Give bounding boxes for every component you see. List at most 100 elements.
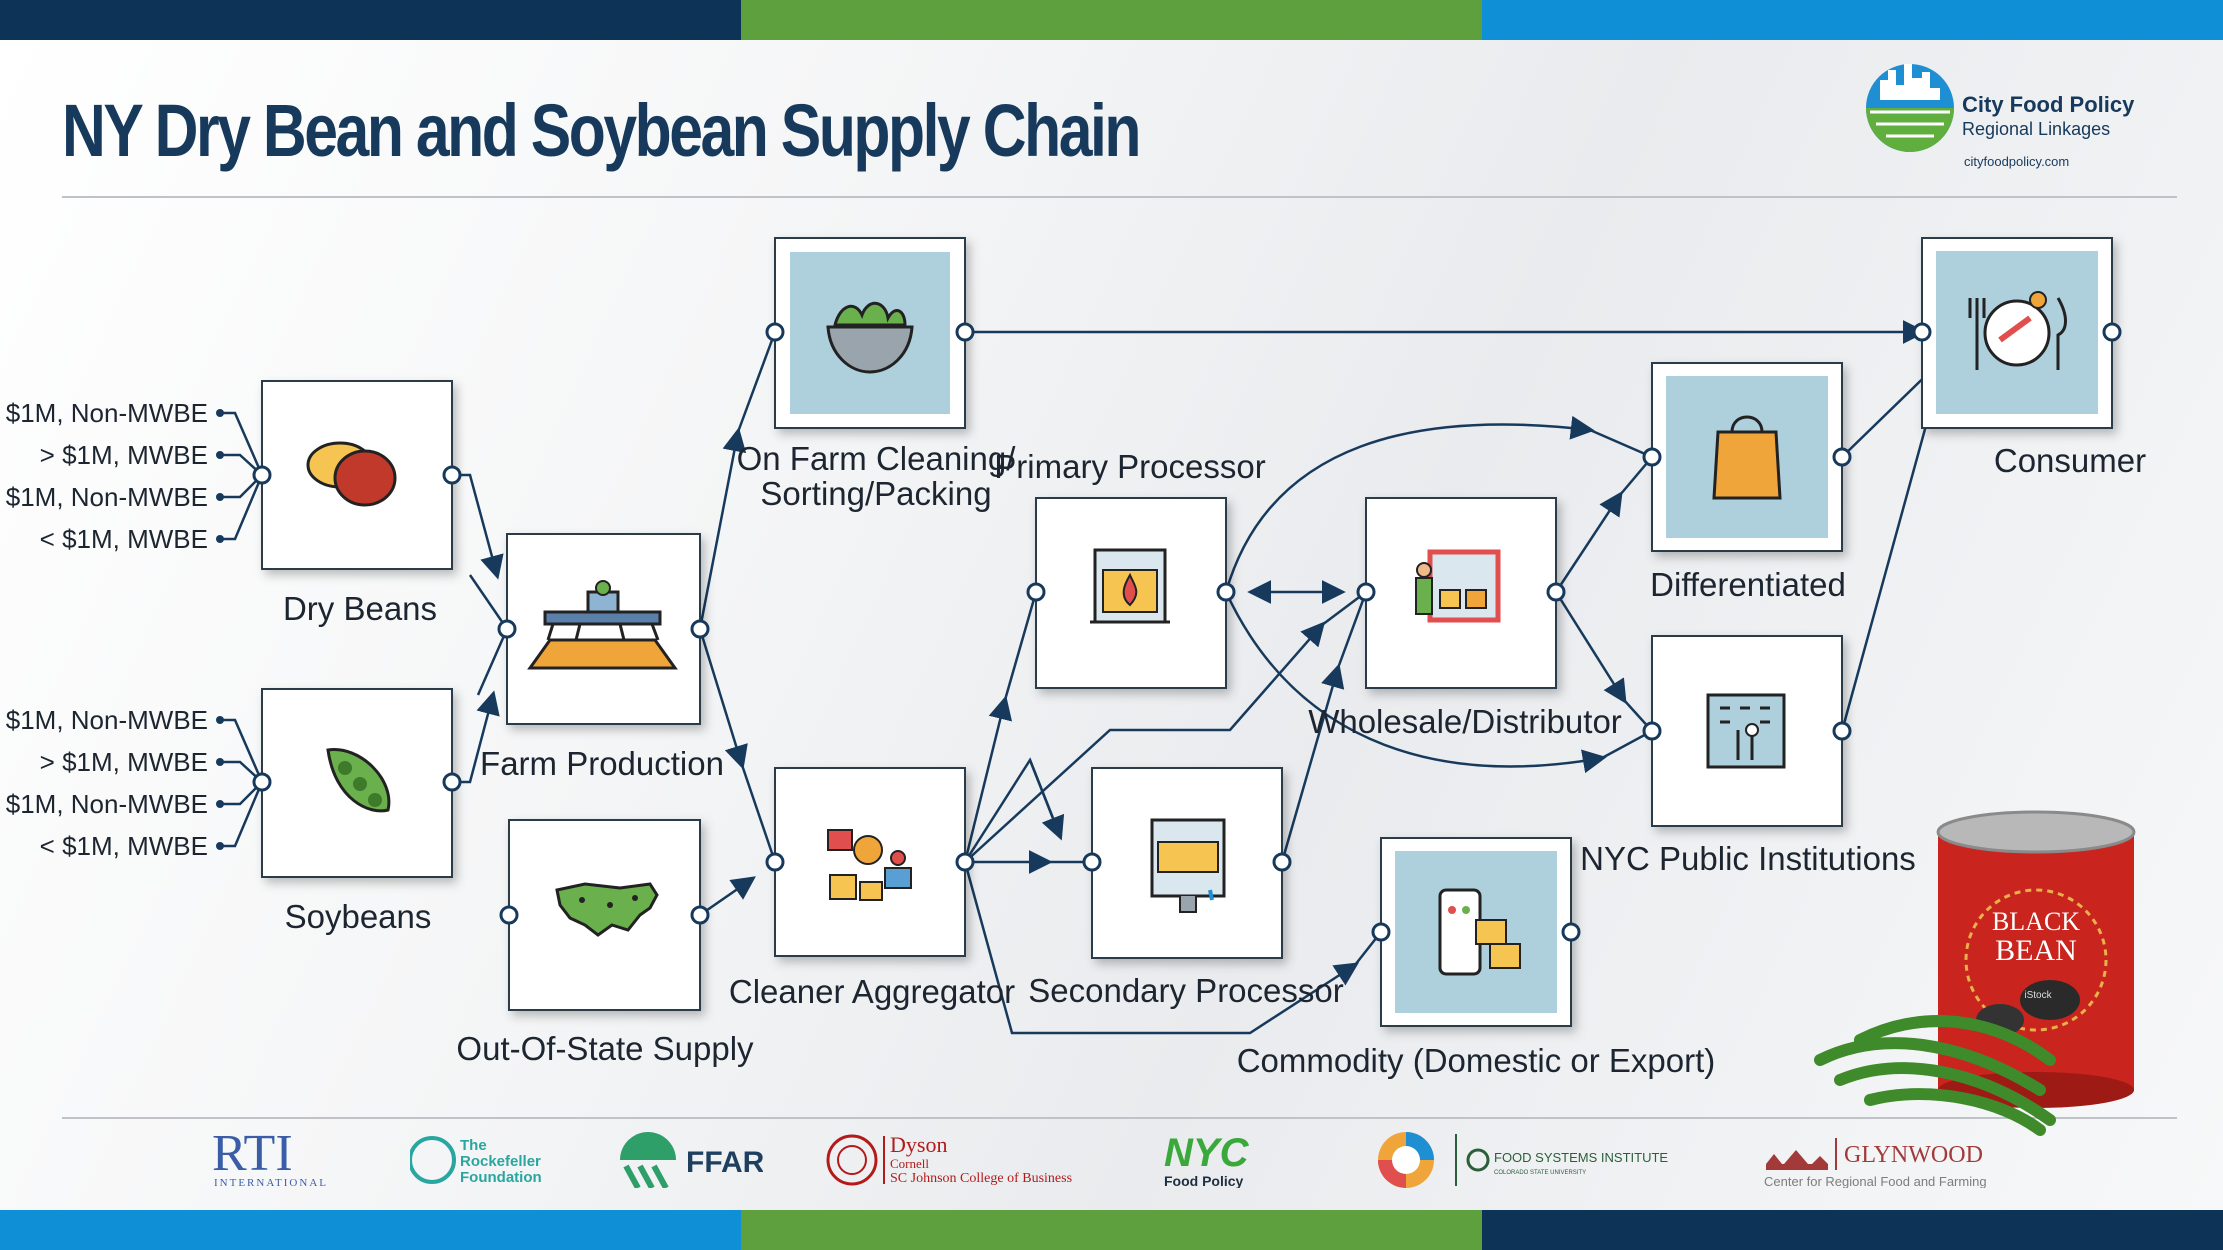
- dry-bean-tier: > $1M, MWBE: [40, 440, 208, 470]
- shopping-bag-icon: [1712, 415, 1782, 500]
- node-wholesale: [1365, 497, 1557, 689]
- soybean-pod-icon: [326, 748, 391, 813]
- label-nyc-public: NYC Public Institutions: [1580, 840, 1916, 877]
- label-on-farm-cleaning-1: On Farm Cleaning/: [737, 440, 1017, 477]
- node-consumer: [1921, 237, 2113, 429]
- dry-bean-tiers: > $1M, Non-MWBE > $1M, MWBE < $1M, Non-M…: [0, 398, 208, 554]
- top-bar-green: [741, 0, 1482, 40]
- soybean-tier: < $1M, MWBE: [40, 831, 208, 861]
- node-differentiated: [1651, 362, 1843, 552]
- node-out-of-state: [508, 819, 701, 1011]
- tractor-field-icon: [527, 580, 678, 670]
- glynwood-wordmark: GLYNWOOD: [1844, 1142, 1983, 1168]
- node-on-farm-cleaning: [774, 237, 966, 429]
- sponsor-glynwood: GLYNWOOD Center for Regional Food and Fa…: [1762, 1128, 2012, 1188]
- phone-boxes-icon: [1438, 888, 1521, 976]
- glynwood-logo: GLYNWOOD Center for Regional Food and Fa…: [1764, 1138, 1987, 1188]
- dyson-logo: Dyson Cornell SC Johnson College of Busi…: [826, 1132, 1072, 1186]
- warehouse-worker-icon: [1415, 549, 1501, 623]
- rockefeller-line2: Rockefeller: [460, 1153, 541, 1170]
- sponsor-dyson: Dyson Cornell SC Johnson College of Busi…: [826, 1128, 1096, 1188]
- salad-bowl-icon: [826, 301, 914, 374]
- dry-bean-tier: > $1M, Non-MWBE: [0, 398, 208, 428]
- glynwood-sub: Center for Regional Food and Farming: [1764, 1174, 1987, 1188]
- can-label-line2: BEAN: [1995, 934, 2077, 967]
- connection-dots: [252, 322, 2122, 942]
- label-wholesale: Wholesale/Distributor: [1308, 703, 1622, 740]
- rockefeller-line3: Foundation: [460, 1169, 542, 1186]
- nyc-wordmark: NYC: [1164, 1131, 1250, 1175]
- node-soybeans: [261, 688, 453, 878]
- black-bean-can-illustration: BLACK BEAN iStock: [1814, 810, 2136, 1136]
- city-food-policy-logo: City Food Policy Regional Linkages cityf…: [1866, 64, 2135, 169]
- fsi-wordmark: FOOD SYSTEMS INSTITUTE: [1494, 1150, 1668, 1165]
- dry-bean-tier: < $1M, Non-MWBE: [0, 482, 208, 512]
- rti-logo: RTI INTERNATIONAL: [212, 1128, 328, 1188]
- sc-johnson-wordmark: SC Johnson College of Business: [890, 1171, 1072, 1186]
- can-label-line1: BLACK: [1992, 907, 2080, 936]
- vat-icon: [1150, 818, 1226, 913]
- can-stock-mark: iStock: [2024, 990, 2052, 1001]
- page-title: NY Dry Bean and Soybean Supply Chain: [62, 89, 1141, 172]
- node-commodity: [1380, 837, 1572, 1027]
- bottom-bar-navy: [1482, 1210, 2223, 1250]
- ffar-logo: FFAR: [620, 1132, 763, 1188]
- sponsor-rockefeller: The Rockefeller Foundation: [410, 1128, 560, 1188]
- aggregator-icon: [827, 829, 912, 901]
- node-farm-production: [506, 533, 701, 725]
- sponsor-nyc: NYC Food Policy: [1162, 1128, 1282, 1188]
- soybean-tier: < $1M, Non-MWBE: [0, 789, 208, 819]
- plate-cutlery-icon: [1968, 291, 2067, 370]
- label-dry-beans: Dry Beans: [283, 590, 437, 627]
- label-consumer: Consumer: [1994, 442, 2146, 479]
- top-bar-navy: [0, 0, 741, 40]
- label-on-farm-cleaning-2: Sorting/Packing: [760, 475, 991, 512]
- sponsor-rti: RTI INTERNATIONAL: [212, 1128, 347, 1188]
- oven-flame-icon: [1090, 548, 1170, 624]
- node-cleaner-aggregator: [774, 767, 966, 957]
- label-primary-processor: Primary Processor: [994, 448, 1265, 485]
- fsi-sub: COLORADO STATE UNIVERSITY: [1494, 1170, 1586, 1176]
- rockefeller-line1: The: [460, 1137, 487, 1154]
- label-out-of-state: Out-Of-State Supply: [456, 1030, 754, 1067]
- label-farm-production: Farm Production: [480, 745, 724, 782]
- green-beans-icon: [1814, 1015, 2056, 1136]
- node-secondary-processor: [1091, 767, 1283, 959]
- cornell-wordmark: Cornell: [890, 1156, 929, 1171]
- brand-name-line2: Regional Linkages: [1962, 119, 2110, 139]
- soybean-tiers: > $1M, Non-MWBE > $1M, MWBE < $1M, Non-M…: [0, 705, 208, 861]
- tier-dots: [216, 409, 224, 850]
- node-dry-beans: [261, 380, 453, 570]
- sponsor-ffar: FFAR: [618, 1128, 763, 1188]
- label-soybeans: Soybeans: [285, 898, 432, 935]
- soybean-tier: > $1M, Non-MWBE: [0, 705, 208, 735]
- node-primary-processor: [1035, 497, 1227, 689]
- node-nyc-public: [1651, 635, 1843, 827]
- soybean-tier: > $1M, MWBE: [40, 747, 208, 777]
- top-bar-blue: [1482, 0, 2223, 40]
- dry-bean-tier: < $1M, MWBE: [40, 524, 208, 554]
- nyc-sub: Food Policy: [1164, 1173, 1244, 1188]
- ffar-wordmark: FFAR: [686, 1146, 763, 1179]
- nodes: Dry Beans Soybeans Farm Production: [261, 237, 2146, 1079]
- dyson-wordmark: Dyson: [890, 1132, 947, 1157]
- food-systems-institute-logo: FOOD SYSTEMS INSTITUTE COLORADO STATE UN…: [1378, 1132, 1668, 1188]
- brand-name-line1: City Food Policy: [1962, 92, 2135, 117]
- bottom-bar-green: [741, 1210, 1482, 1250]
- label-differentiated: Differentiated: [1650, 566, 1846, 603]
- sponsor-fsi: FOOD SYSTEMS INSTITUTE COLORADO STATE UN…: [1374, 1128, 1684, 1188]
- beans-icon: [306, 441, 397, 507]
- institution-building-icon: [1706, 693, 1786, 769]
- label-cleaner-aggregator: Cleaner Aggregator: [729, 973, 1015, 1010]
- header-divider: [62, 196, 2177, 198]
- label-commodity: Commodity (Domestic or Export): [1237, 1042, 1716, 1079]
- footer-divider: [62, 1117, 2177, 1119]
- rockefeller-logo: The Rockefeller Foundation: [410, 1136, 542, 1186]
- brand-url: cityfoodpolicy.com: [1964, 154, 2069, 169]
- rti-sub: INTERNATIONAL: [214, 1177, 328, 1188]
- nyc-food-policy-logo: NYC Food Policy: [1164, 1131, 1250, 1188]
- bottom-bar-blue: [0, 1210, 741, 1250]
- label-secondary-processor: Secondary Processor: [1028, 972, 1343, 1009]
- usa-map-icon: [555, 882, 659, 937]
